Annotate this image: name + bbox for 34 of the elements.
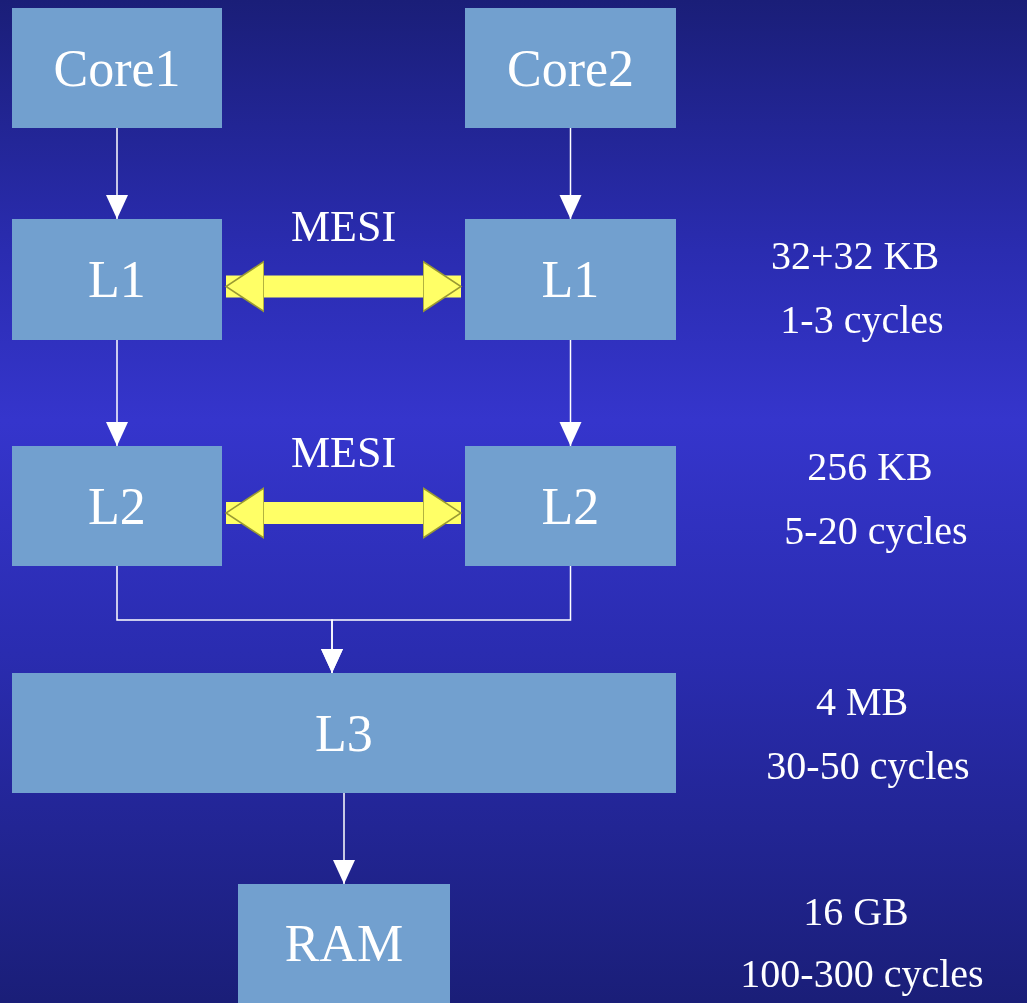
arrow xyxy=(106,339,128,447)
cache-box xyxy=(12,446,222,566)
node-label: L2 xyxy=(88,476,146,536)
cache-box xyxy=(465,8,676,128)
arrow xyxy=(106,127,128,220)
cache-spec-label: 30-50 cycles xyxy=(766,742,970,789)
cache-spec-label: 100-300 cycles xyxy=(740,950,984,997)
cache-spec-label: 1-3 cycles xyxy=(780,296,944,343)
node-label: RAM xyxy=(284,914,404,973)
cache-spec-label: 4 MB xyxy=(815,678,909,725)
cache-spec-label: 32+32 KB xyxy=(770,232,940,279)
node-label: L2 xyxy=(541,476,600,536)
edge-label: MESI xyxy=(290,431,397,475)
cache-box xyxy=(12,219,222,340)
double-arrow xyxy=(225,260,462,313)
cache-spec-label: 256 KB xyxy=(807,443,933,490)
arrow xyxy=(559,339,582,447)
node-label: Core2 xyxy=(506,38,635,98)
cache-spec-label: 16 GB xyxy=(803,888,909,935)
node-label: L1 xyxy=(541,250,600,309)
cache-spec-label: 5-20 cycles xyxy=(784,507,968,554)
node-label: L3 xyxy=(315,703,373,763)
cache-box xyxy=(465,446,676,566)
cache-box xyxy=(12,8,222,128)
node-label: L1 xyxy=(88,250,146,309)
arrow xyxy=(321,565,572,674)
cache-box xyxy=(12,673,676,793)
cache-box xyxy=(465,219,676,340)
edge-label: MESI xyxy=(290,204,397,249)
node-label: Core1 xyxy=(53,38,181,98)
arrow xyxy=(559,127,582,220)
arrow xyxy=(333,792,355,885)
cache-box xyxy=(238,884,450,1003)
double-arrow xyxy=(225,487,462,539)
